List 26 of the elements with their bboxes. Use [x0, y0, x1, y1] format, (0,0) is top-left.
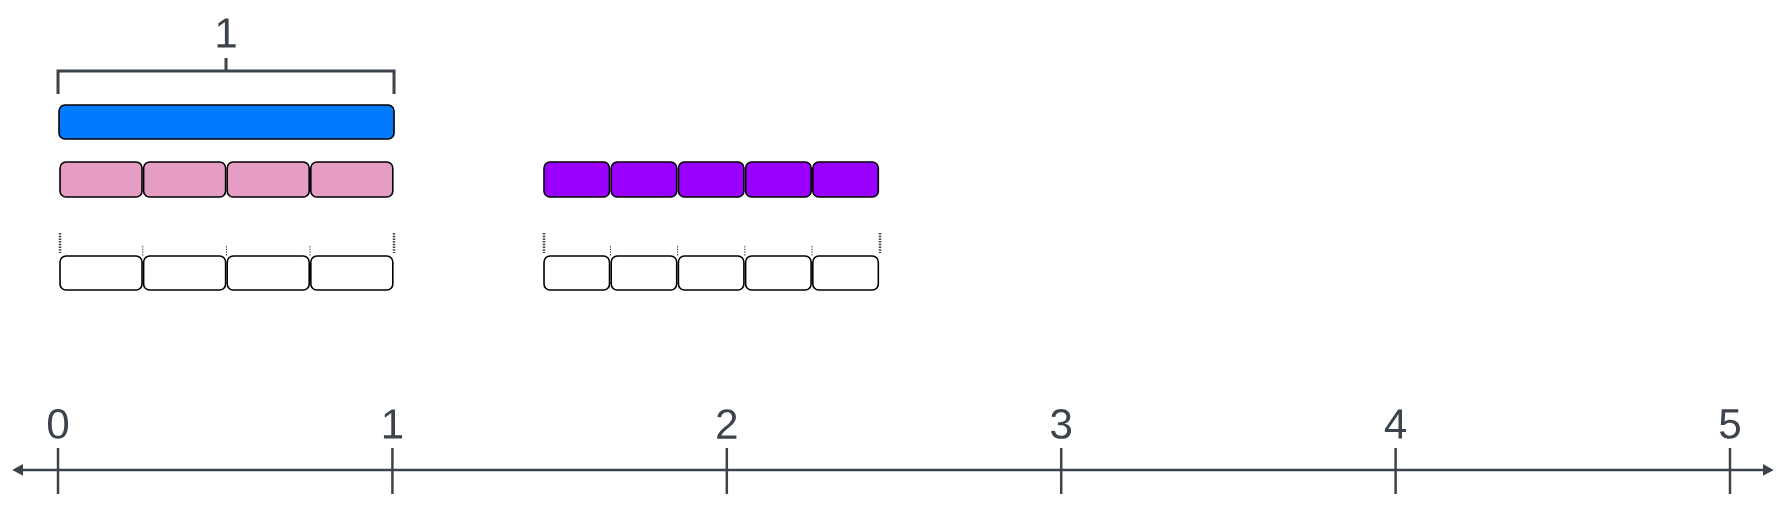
fraction-piece	[610, 255, 678, 291]
tick-label: 3	[1051, 409, 1072, 439]
tick-label: 0	[48, 409, 69, 439]
tick-label: 4	[1384, 409, 1407, 439]
fraction-piece	[812, 255, 880, 291]
fraction-piece	[677, 255, 745, 291]
fraction-piece	[226, 255, 311, 291]
fraction-bar	[58, 104, 395, 140]
tick-label: 1	[383, 409, 403, 439]
fraction-piece	[677, 161, 745, 198]
fraction-piece	[142, 255, 227, 291]
fraction-piece	[744, 255, 812, 291]
tick-label: 5	[1720, 409, 1740, 439]
tick-label: 2	[717, 409, 737, 439]
fraction-piece	[59, 161, 143, 198]
fraction-piece	[310, 255, 394, 291]
fraction-piece	[543, 161, 611, 198]
fraction-piece	[226, 161, 311, 198]
fraction-piece	[610, 161, 678, 198]
fraction-piece	[59, 255, 143, 291]
bracket-label: 1	[217, 18, 236, 48]
fraction-piece	[812, 161, 880, 198]
fraction-piece	[142, 161, 227, 198]
fraction-piece	[543, 255, 611, 291]
fraction-piece	[310, 161, 394, 198]
fraction-piece	[744, 161, 812, 198]
